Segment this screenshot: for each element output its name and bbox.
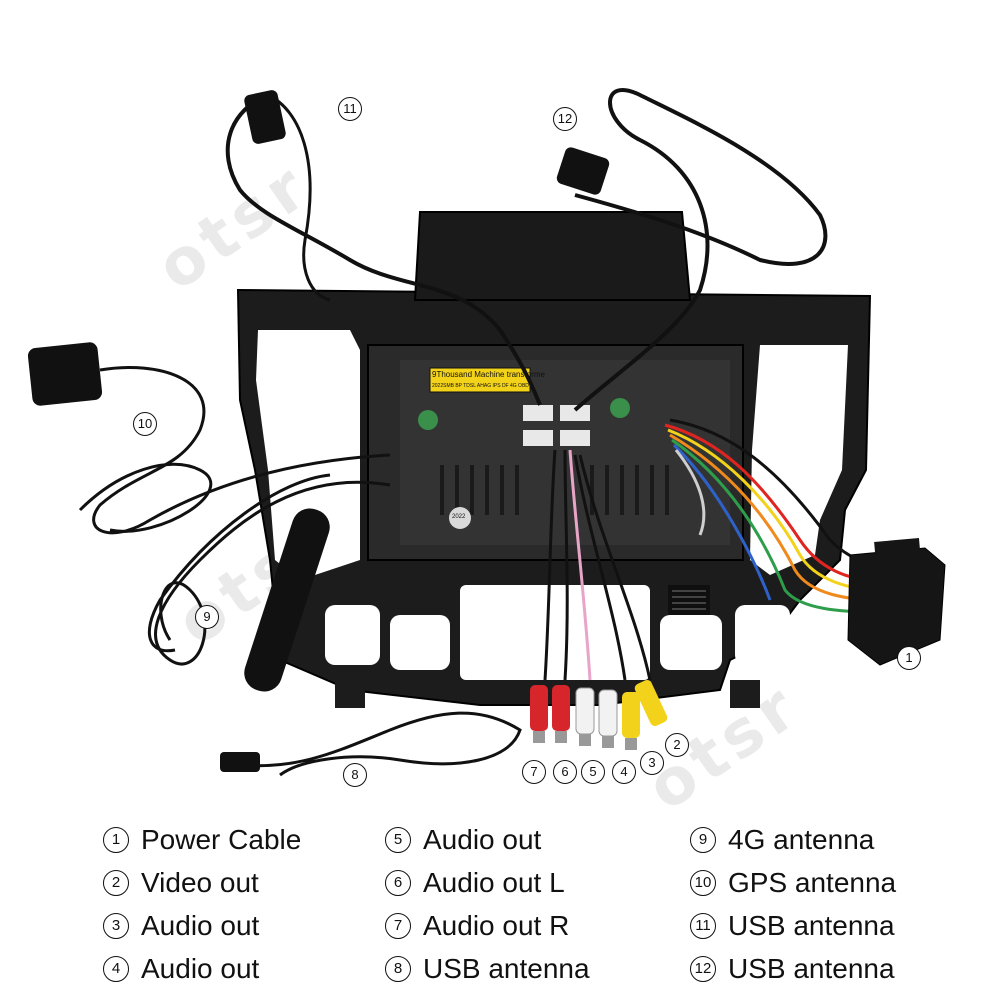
callout-1: 1	[897, 646, 921, 670]
legend-item: 2 Video out	[103, 861, 301, 904]
callout-2: 2	[665, 733, 689, 757]
legend-item: 9 4G antenna	[690, 818, 896, 861]
legend-item: 10 GPS antenna	[690, 861, 896, 904]
center-slot	[460, 585, 650, 680]
device-drawing	[27, 88, 946, 777]
legend-number: 8	[385, 955, 411, 982]
unit-label-line2: 2022SMB BP TDSL AHAG IPS DF 4G OBD	[432, 383, 529, 389]
rca-plug-7-red	[530, 685, 548, 731]
legend-item: 7 Audio out R	[385, 904, 590, 947]
legend-number: 6	[385, 869, 411, 896]
unit-label-line1: 9Thousand Machine transforme	[432, 370, 545, 379]
connector-block	[560, 405, 590, 421]
legend-number: 10	[690, 869, 716, 896]
cable-4g-9	[154, 480, 391, 666]
cable-usb-12	[573, 88, 828, 412]
callout-5: 5	[581, 760, 605, 784]
cable-gps-10	[92, 366, 391, 535]
green-port	[418, 410, 438, 430]
rca-plug-6-red	[552, 685, 570, 731]
callout-9: 9	[195, 605, 219, 629]
legend-item: 4 Audio out	[103, 947, 301, 990]
legend-label: Audio out L	[423, 866, 565, 898]
legend-label: Audio out	[141, 952, 260, 984]
screen-top-box	[413, 211, 692, 301]
callout-6: 6	[553, 760, 577, 784]
badge-circle	[449, 507, 471, 529]
legend-item: 1 Power Cable	[103, 818, 301, 861]
callout-4: 4	[612, 760, 636, 784]
usb-plug-12	[556, 147, 610, 195]
usb-plug-11	[244, 90, 286, 144]
legend-column-2: 5 Audio out 6 Audio out L 7 Audio out R 8 US…	[385, 818, 590, 990]
callout-8: 8	[343, 763, 367, 787]
legend-label: USB antenna	[728, 909, 895, 941]
4g-antenna-stick	[244, 508, 330, 692]
mount-tab	[335, 680, 365, 708]
rca-plugs	[530, 679, 668, 750]
mount-tab	[730, 680, 760, 708]
legend-label: USB antenna	[423, 952, 590, 984]
rca-plug-5-white	[575, 687, 595, 735]
legend-item: 3 Audio out	[103, 904, 301, 947]
lower-slot-2	[390, 615, 450, 670]
legend-label: Audio out R	[423, 909, 570, 941]
left-vent-opening	[256, 330, 360, 580]
callout-10: 10	[133, 412, 157, 436]
legend-label: Video out	[141, 866, 259, 898]
legend-number: 2	[103, 869, 129, 896]
legend-number: 1	[103, 826, 129, 853]
rca-plug-3-yellow	[622, 692, 640, 738]
lower-slot-3	[660, 615, 722, 670]
rca-wire-bundle	[543, 449, 557, 681]
unit-badge-text: 2022	[452, 514, 466, 520]
power-connector-lip	[874, 538, 921, 564]
legend-label: GPS antenna	[728, 866, 897, 898]
connector-block	[560, 430, 590, 446]
legend-label: USB antenna	[728, 952, 895, 984]
power-connector	[847, 547, 946, 666]
callout-7: 7	[522, 760, 546, 784]
vent-grille	[668, 585, 710, 615]
lower-slot-1	[325, 605, 380, 665]
legend-number: 12	[690, 955, 716, 982]
gps-antenna-block	[27, 342, 103, 406]
connector-block	[523, 430, 553, 446]
legend-label: Power Cable	[141, 823, 302, 855]
cable-usb-8	[239, 711, 522, 777]
legend-number: 9	[690, 826, 716, 853]
legend-number: 5	[385, 826, 411, 853]
rca-plug-4-white	[598, 689, 618, 737]
product-diagram: otsr otsr otsr otsr	[27, 88, 946, 826]
legend-number: 3	[103, 912, 129, 939]
connector-block	[523, 405, 553, 421]
rca-plug-2-yellow	[634, 679, 668, 727]
green-port	[610, 398, 630, 418]
callout-12: 12	[553, 107, 577, 131]
legend-label: Audio out	[423, 823, 542, 855]
legend-item: 8 USB antenna	[385, 947, 590, 990]
callout-3: 3	[640, 751, 664, 775]
legend-number: 7	[385, 912, 411, 939]
legend-item: 11 USB antenna	[690, 904, 896, 947]
legend-item: 5 Audio out	[385, 818, 590, 861]
legend-item: 12 USB antenna	[690, 947, 896, 990]
callout-11: 11	[338, 97, 362, 121]
legend-number: 4	[103, 955, 129, 982]
usb-plug-8	[220, 752, 260, 772]
legend-number: 11	[690, 912, 716, 939]
legend-label: Audio out	[141, 909, 260, 941]
lower-slot-4	[735, 605, 790, 665]
legend-label: 4G antenna	[728, 823, 875, 855]
cable-usb-11	[225, 93, 542, 406]
legend-item: 6 Audio out L	[385, 861, 590, 904]
